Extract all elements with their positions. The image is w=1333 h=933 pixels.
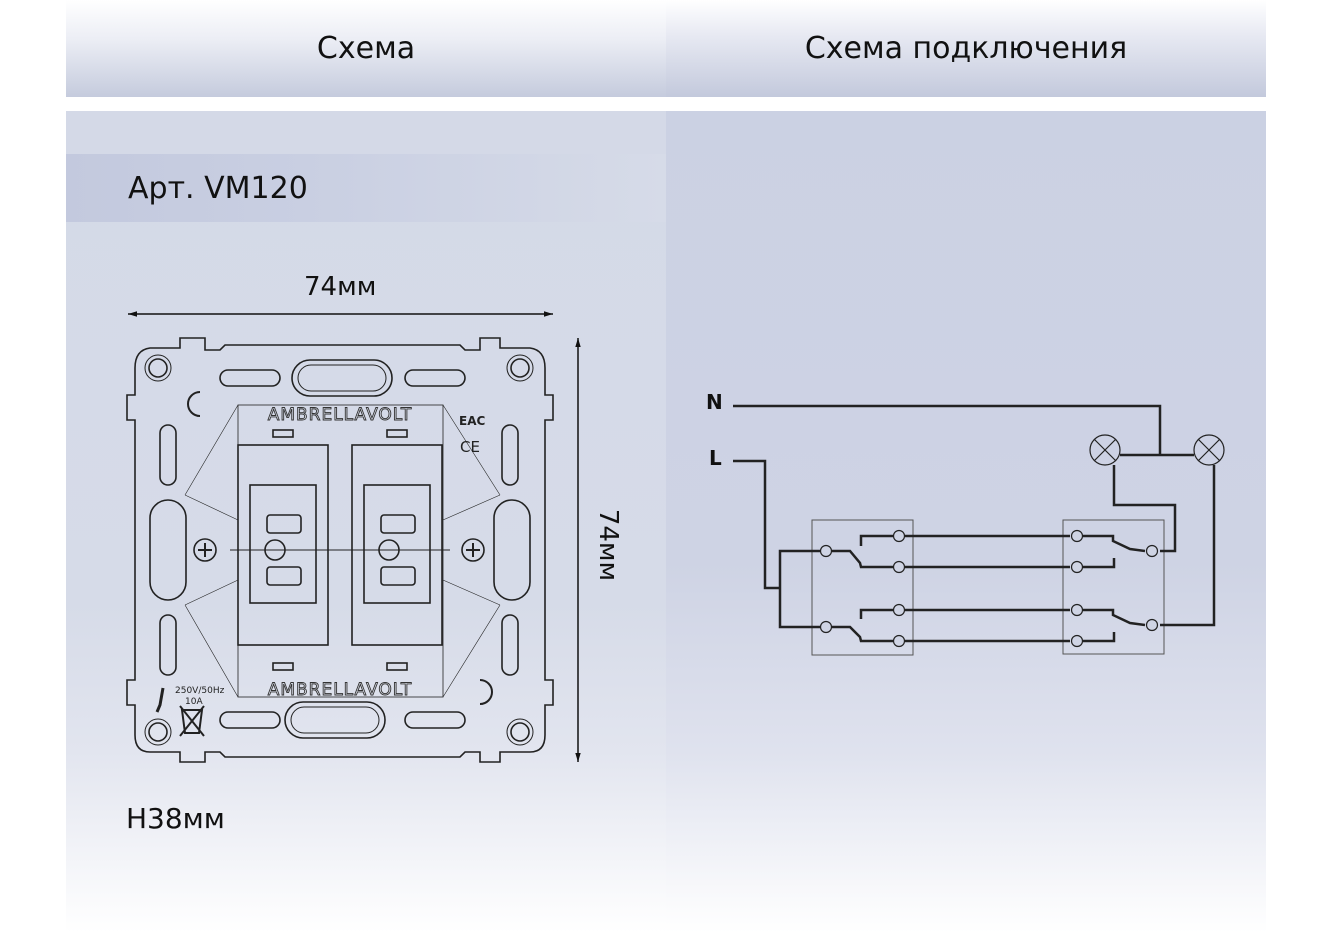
header-scheme: Схема [66,0,666,97]
mount-hole [506,718,534,746]
terminal [266,566,302,586]
lamp2-wire [1160,465,1216,627]
terminal [380,566,416,586]
terminal [1070,529,1084,543]
indicator [272,662,294,671]
keyhole-slot [284,701,386,739]
switch-contact [832,625,893,643]
lamp1-wire [1112,465,1177,553]
article-band: Арт. VM120 [66,154,666,222]
side-keyhole [149,499,187,601]
terminal [1070,634,1084,648]
line-split-wire [778,549,820,629]
screw [193,538,217,562]
ce-mark: CE [460,438,480,456]
weee-bin-icon [179,705,205,737]
mount-hole [148,722,168,742]
brand-logo-icon [479,679,493,705]
slot [404,711,466,729]
line-label: L [709,446,722,470]
brand-logo-icon [187,391,201,417]
terminal [819,620,833,634]
slot [219,711,281,729]
mechanism-left [237,444,329,646]
side-slot [159,614,177,676]
lamp-icon [1193,434,1225,466]
switch-contact [1083,558,1116,569]
header-scheme-title: Схема [316,31,416,66]
terminal [1070,603,1084,617]
indicator [386,662,408,671]
terminal [266,514,302,534]
mount-hole [144,354,172,382]
terminal [892,560,906,574]
terminal [1070,560,1084,574]
mount-hole [510,722,530,742]
lamp-2 [1193,434,1225,466]
mechanism-right [351,444,443,646]
side-slot [159,424,177,486]
screwdriver-icon [155,687,165,713]
mount-hole [148,358,168,378]
keyhole-slot [291,359,393,397]
width-dimension: 74мм [304,272,377,302]
brand-text-bottom: AMBRELLAVOLT [268,680,413,700]
screw-cross [198,543,212,557]
mount-hole [510,358,530,378]
terminal [892,634,906,648]
neutral-wire [733,404,1162,455]
indicator [386,429,408,438]
switch-contact [1083,608,1146,627]
mechanism-inner [363,484,431,604]
indicator [272,429,294,438]
switch-contact [859,608,893,619]
line-wire [733,459,780,590]
mount-hole [506,354,534,382]
terminal [1145,544,1159,558]
side-keyhole [493,499,531,601]
screw [461,538,485,562]
keyhole-slot [297,364,387,392]
screw-cross [466,543,480,557]
switch-contact [859,534,893,546]
frame-diagonals [184,404,501,698]
depth-dimension: H38мм [126,802,225,835]
header-connection-scheme: Схема подключения [666,0,1266,97]
mechanism-inner [249,484,317,604]
terminal [892,529,906,543]
switch-contact [832,549,893,569]
rating-voltage: 250V/50Hz [175,686,225,696]
keyhole-slot [290,706,380,734]
device-panel [66,111,666,933]
switch-box-left [811,519,914,656]
terminal [819,544,833,558]
switch-box-right [1062,519,1165,655]
switch-contact [1083,534,1146,553]
slot [404,369,466,387]
lamp-icon [1089,434,1121,466]
switch-contact [1083,632,1116,643]
neutral-label: N [706,390,723,414]
side-slot [501,424,519,486]
eac-mark: EAC [459,414,485,428]
slot [219,369,281,387]
terminal [380,514,416,534]
side-slot [501,614,519,676]
rating-current: 10A [185,697,203,707]
mount-hole [144,718,172,746]
terminal [1145,618,1159,632]
brand-text-top: AMBRELLAVOLT [268,405,413,425]
terminal [892,603,906,617]
lamp-1 [1089,434,1121,466]
article-label: Арт. VM120 [128,170,308,206]
plate-outline [126,337,554,763]
header-connection-title: Схема подключения [804,31,1128,66]
